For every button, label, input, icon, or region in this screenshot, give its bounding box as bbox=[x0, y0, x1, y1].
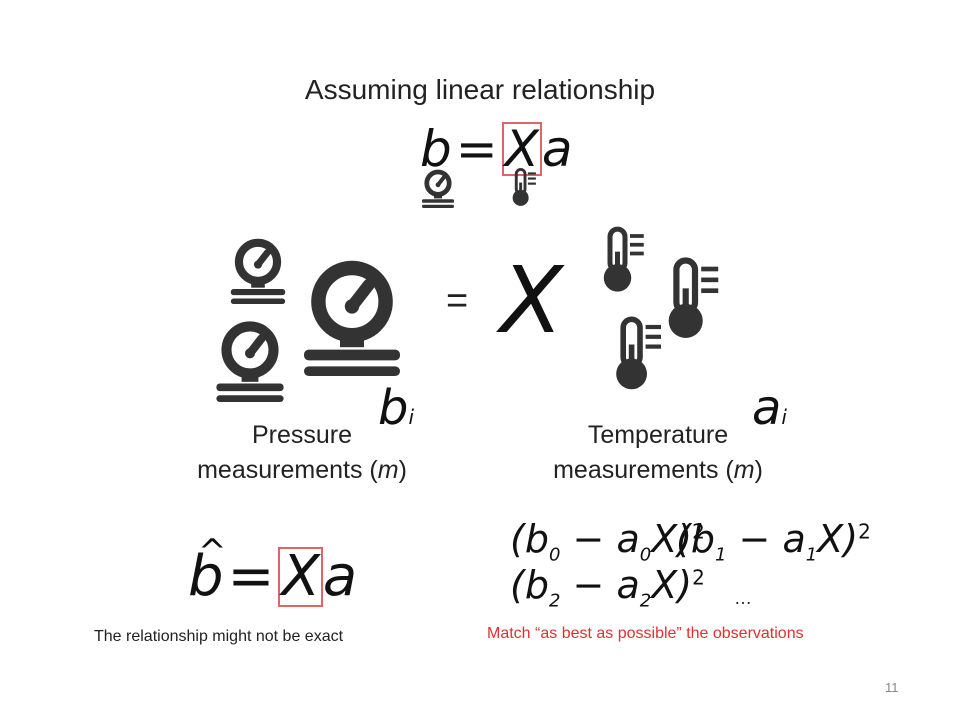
residual-term-1: (b1 − a1X)2 bbox=[676, 517, 871, 566]
slide-title: Assuming linear relationship bbox=[304, 74, 656, 105]
equals-sign: = bbox=[446, 280, 469, 322]
eq-hat-equals: = bbox=[227, 544, 275, 609]
eq-equals: = bbox=[455, 120, 498, 178]
eq-hat-rhs-a: a bbox=[322, 544, 358, 609]
eq-lhs-b: b bbox=[420, 120, 452, 178]
thermometer-icon bbox=[668, 257, 719, 338]
eq-rhs-a: a bbox=[541, 120, 573, 178]
symbol-a-i: ai bbox=[752, 384, 787, 432]
eq-hat-unknown-x-highlighted: X bbox=[278, 547, 323, 607]
caption-not-exact: The relationship might not be exact bbox=[94, 628, 344, 645]
residual-term-2: (b2 − a2X)2 bbox=[510, 563, 705, 612]
caption-best-match: Match “as best as possible” the observat… bbox=[487, 625, 804, 642]
thermometer-icon bbox=[512, 168, 536, 206]
symbol-b-i: bi bbox=[378, 384, 414, 432]
temperature-label-line2: measurements (m) bbox=[553, 456, 763, 484]
linear-equation: b=Xa bbox=[420, 120, 573, 178]
hat-accent: ^ bbox=[198, 532, 227, 572]
symbol-a: a bbox=[752, 380, 782, 436]
thermometer-icon bbox=[603, 226, 644, 292]
pressure-label: Pressure measurements (m) bbox=[162, 418, 442, 488]
pressure-label-line2: measurements (m) bbox=[197, 456, 407, 484]
unknown-x: X bbox=[500, 247, 564, 354]
temperature-label-line1: Temperature bbox=[587, 421, 729, 449]
pressure-label-line1: Pressure bbox=[251, 421, 353, 449]
temperature-label: Temperature measurements (m) bbox=[518, 418, 798, 488]
ellipsis: … bbox=[734, 588, 752, 608]
pressure-gauge-icon bbox=[216, 321, 284, 402]
eq-unknown-x-highlighted: X bbox=[501, 122, 542, 176]
pressure-gauge-icon bbox=[304, 260, 400, 376]
estimate-equation: b^=Xa bbox=[188, 535, 358, 609]
subscript-i: i bbox=[408, 405, 415, 429]
page-number: 11 bbox=[885, 680, 899, 695]
subscript-i: i bbox=[781, 405, 787, 429]
pressure-gauge-icon bbox=[230, 238, 286, 304]
pressure-gauge-icon bbox=[422, 169, 454, 208]
symbol-b: b bbox=[378, 380, 409, 436]
eq-hat-lhs-b: b bbox=[188, 544, 224, 609]
thermometer-icon bbox=[616, 316, 661, 390]
residual-term-0: (b0 − a0X)2 bbox=[510, 517, 705, 566]
